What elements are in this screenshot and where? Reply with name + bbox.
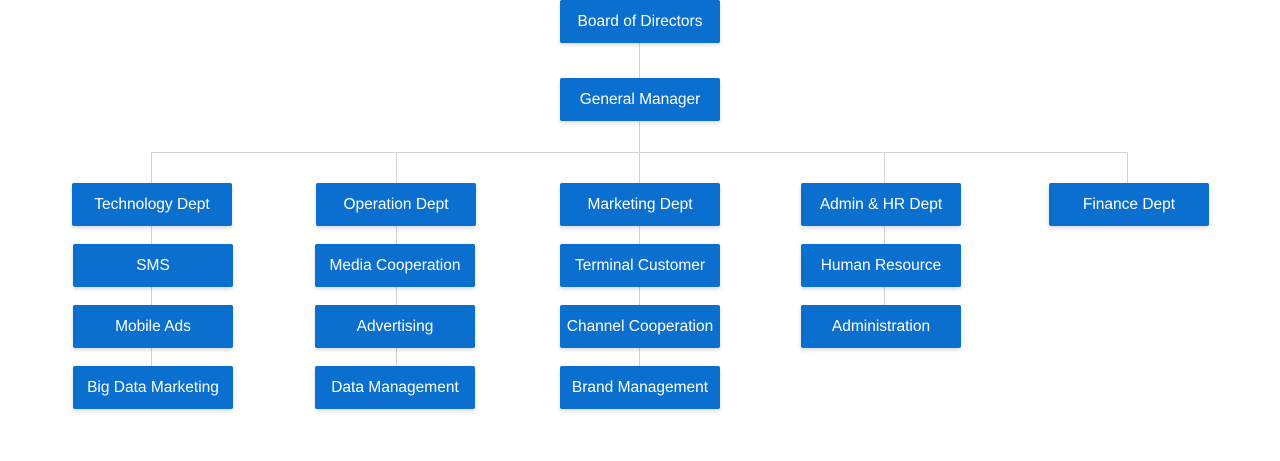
node-terminal-customer: Terminal Customer (560, 244, 720, 287)
connector-bar-to-marketing (639, 152, 640, 183)
node-sms: SMS (73, 244, 233, 287)
node-data-management: Data Management (315, 366, 475, 409)
node-operation-dept: Operation Dept (316, 183, 476, 226)
node-media-cooperation: Media Cooperation (315, 244, 475, 287)
connector-marketing-units (639, 226, 640, 366)
node-marketing-dept: Marketing Dept (560, 183, 720, 226)
node-board-of-directors: Board of Directors (560, 0, 720, 43)
connector-bar-to-technology (151, 152, 152, 183)
connector-board-to-manager (639, 43, 640, 78)
connector-bar-to-admin-hr (884, 152, 885, 183)
connector-bar-to-operation (396, 152, 397, 183)
node-brand-management: Brand Management (560, 366, 720, 409)
node-finance-dept: Finance Dept (1049, 183, 1209, 226)
connector-technology-units (151, 226, 152, 366)
node-human-resource: Human Resource (801, 244, 961, 287)
node-technology-dept: Technology Dept (72, 183, 232, 226)
node-mobile-ads: Mobile Ads (73, 305, 233, 348)
node-general-manager: General Manager (560, 78, 720, 121)
node-channel-cooperation: Channel Cooperation (560, 305, 720, 348)
connector-bar-to-finance (1127, 152, 1128, 183)
node-administration: Administration (801, 305, 961, 348)
node-admin-hr-dept: Admin & HR Dept (801, 183, 961, 226)
node-big-data-marketing: Big Data Marketing (73, 366, 233, 409)
node-advertising: Advertising (315, 305, 475, 348)
connector-operation-units (396, 226, 397, 366)
connector-manager-to-bar (639, 121, 640, 153)
